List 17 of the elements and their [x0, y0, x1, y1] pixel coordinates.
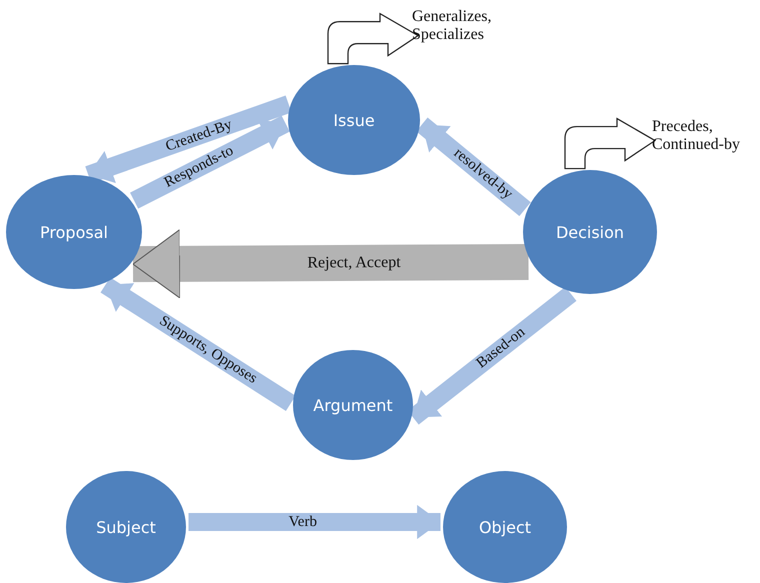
block-arrow [188, 504, 440, 540]
edge-label: Reject, Accept [307, 254, 401, 272]
edge-label: Generalizes, Specializes [412, 8, 493, 44]
node-label: Proposal [40, 222, 108, 242]
block-arrow [100, 277, 296, 411]
node-label: Issue [333, 110, 375, 130]
curved-arrow [327, 13, 419, 64]
curved-arrow [564, 118, 656, 170]
node-label: Subject [96, 518, 156, 536]
node-label: Object [478, 518, 532, 536]
block-arrow [130, 116, 290, 209]
node-label: Decision [556, 222, 624, 242]
edge-label: Precedes, Continued-by [652, 118, 741, 154]
block-arrow [416, 118, 531, 216]
block-arrow [85, 96, 292, 184]
node-label: Argument [313, 396, 393, 414]
edge-label: Verb [288, 514, 317, 530]
